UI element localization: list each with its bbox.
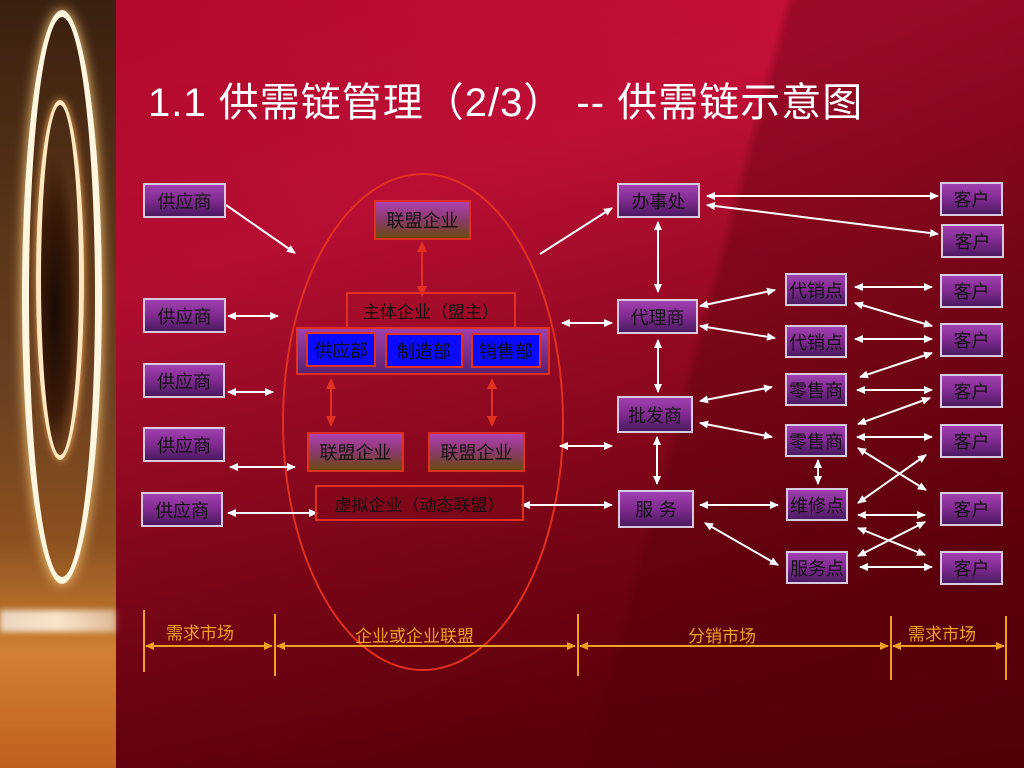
- retailer-box[interactable]: 零售商: [785, 373, 847, 406]
- connector: [699, 323, 776, 341]
- repair-point-label: 维修点: [790, 495, 844, 517]
- decorative-photo-strip: [0, 0, 116, 768]
- service-point-box[interactable]: 服务点: [786, 551, 848, 584]
- connector: [699, 384, 773, 404]
- connector: [704, 522, 779, 566]
- customer-label: 客户: [953, 382, 990, 403]
- customer-box[interactable]: 客户: [940, 182, 1003, 216]
- legend-distribution-market: 分销市场: [688, 627, 756, 647]
- supplier-box[interactable]: 供应商: [143, 298, 226, 333]
- wholesaler-label: 批发商: [628, 405, 682, 427]
- supplier-box[interactable]: 供应商: [143, 363, 225, 398]
- connector: [854, 301, 933, 328]
- connector: [699, 287, 776, 309]
- office-box[interactable]: 办事处: [617, 183, 700, 218]
- background-shading: [116, 0, 1024, 768]
- main-enterprise-frame[interactable]: 主体企业（盟主）: [346, 292, 516, 329]
- connector: [539, 207, 613, 255]
- dept-box-supply[interactable]: 供应部: [306, 332, 376, 367]
- top-alliance-box[interactable]: 联盟企业: [374, 200, 471, 240]
- supplier-label: 供应商: [157, 371, 211, 393]
- connector: [857, 396, 931, 426]
- supplier-box[interactable]: 供应商: [143, 427, 225, 462]
- light-ring-inner: [36, 100, 84, 460]
- retailer-box[interactable]: 零售商: [785, 424, 847, 457]
- slide-title: 1.1 供需链管理（2/3） -- 供需链示意图: [148, 81, 864, 125]
- supplier-label: 供应商: [155, 500, 209, 522]
- customer-label: 客户: [953, 432, 990, 453]
- supplier-label: 供应商: [157, 191, 212, 213]
- light-ring-outer: [22, 10, 102, 584]
- connector: [857, 454, 927, 504]
- customer-label: 客户: [953, 282, 990, 303]
- consignment-point-box[interactable]: 代销点: [785, 273, 847, 306]
- customer-box[interactable]: 客户: [940, 374, 1003, 408]
- retailer-label: 零售商: [789, 431, 843, 453]
- repair-point-box[interactable]: 维修点: [786, 488, 848, 521]
- customer-label: 客户: [953, 190, 990, 211]
- supplier-box[interactable]: 供应商: [141, 492, 223, 527]
- wholesaler-box[interactable]: 批发商: [617, 396, 693, 433]
- dept-label: 制造部: [397, 341, 451, 363]
- supplier-label: 供应商: [157, 306, 212, 328]
- light-glow-floor: [0, 610, 116, 632]
- alliance-box-left[interactable]: 联盟企业: [307, 432, 404, 472]
- enterprise-alliance-ellipse: [282, 173, 564, 671]
- consignment-point-box[interactable]: 代销点: [785, 325, 847, 358]
- legend-demand-market-left: 需求市场: [166, 624, 234, 644]
- customer-box[interactable]: 客户: [940, 551, 1003, 585]
- alliance-label: 联盟企业: [386, 211, 459, 232]
- virtual-enterprise-frame[interactable]: 虚拟企业（动态联盟）: [315, 485, 524, 521]
- customer-label: 客户: [953, 559, 990, 580]
- connector: [706, 202, 939, 237]
- legend-demand-market-right: 需求市场: [908, 625, 976, 645]
- customer-box[interactable]: 客户: [940, 274, 1003, 308]
- agent-label: 代理商: [630, 307, 685, 329]
- dept-box-manufacturing[interactable]: 制造部: [385, 333, 463, 368]
- supplier-box[interactable]: 供应商: [143, 183, 226, 218]
- alliance-label: 联盟企业: [319, 443, 392, 464]
- customer-label: 客户: [953, 500, 990, 521]
- dept-box-sales[interactable]: 销售部: [471, 333, 541, 368]
- consignment-label: 代销点: [789, 280, 843, 302]
- legend-enterprise-alliance: 企业或企业联盟: [355, 627, 474, 647]
- connector: [857, 521, 926, 557]
- connector: [859, 351, 933, 379]
- connector: [699, 420, 773, 440]
- customer-label: 客户: [953, 331, 990, 352]
- agent-box[interactable]: 代理商: [617, 299, 698, 334]
- dept-label: 销售部: [479, 341, 533, 363]
- office-label: 办事处: [631, 191, 686, 213]
- alliance-box-right[interactable]: 联盟企业: [428, 432, 525, 472]
- customer-box[interactable]: 客户: [940, 492, 1003, 526]
- dept-label: 供应部: [314, 340, 368, 362]
- connector: [857, 447, 927, 491]
- customer-box[interactable]: 客户: [940, 323, 1003, 357]
- service-label: 服 务: [635, 500, 677, 521]
- retailer-label: 零售商: [789, 380, 843, 402]
- customer-box[interactable]: 客户: [940, 424, 1003, 458]
- connector: [225, 204, 296, 254]
- supplier-label: 供应商: [157, 435, 211, 457]
- virtual-enterprise-label: 虚拟企业（动态联盟）: [334, 495, 505, 516]
- consignment-label: 代销点: [789, 332, 843, 354]
- main-enterprise-label: 主体企业（盟主）: [363, 303, 499, 323]
- service-point-label: 服务点: [790, 558, 844, 580]
- customer-label: 客户: [954, 232, 991, 253]
- service-box[interactable]: 服 务: [618, 490, 694, 528]
- customer-box[interactable]: 客户: [941, 224, 1004, 258]
- alliance-label: 联盟企业: [440, 443, 513, 464]
